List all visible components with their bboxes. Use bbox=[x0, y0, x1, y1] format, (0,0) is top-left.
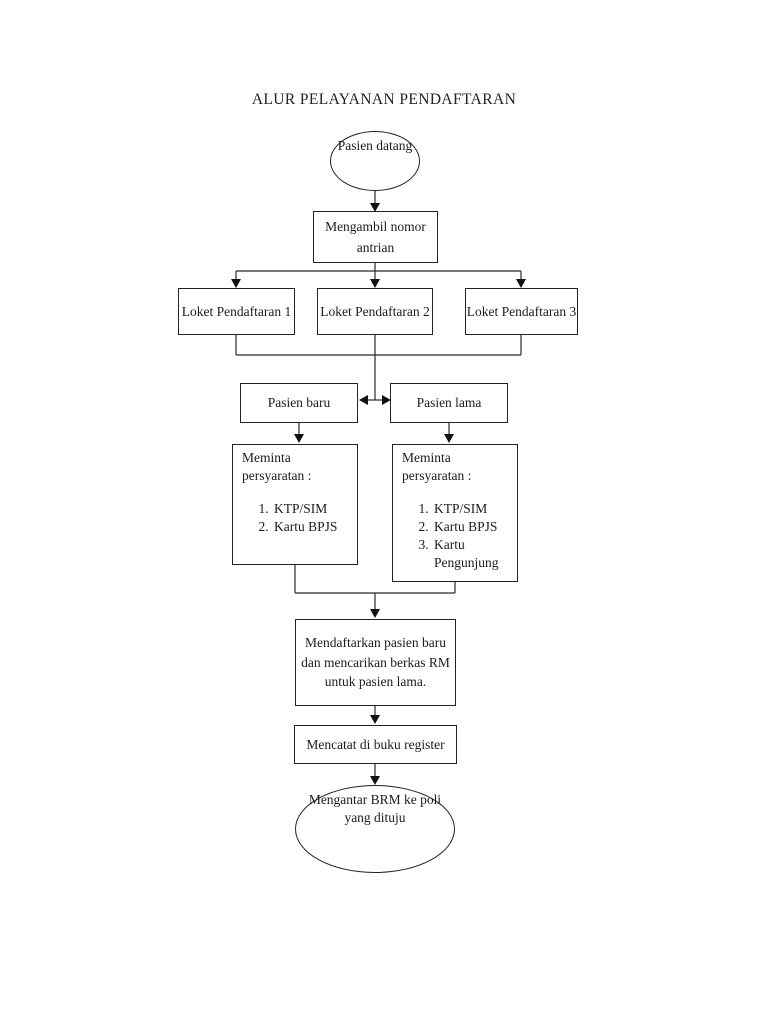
end-ellipse-deliver-brm: Mengantar BRM ke poli yang dituju bbox=[295, 785, 455, 873]
list-item: Kartu Pengunjung bbox=[432, 536, 511, 572]
requirements-heading: Meminta persyaratan : bbox=[402, 450, 472, 483]
list-item: Kartu BPJS bbox=[272, 518, 351, 536]
loket-pendaftaran-2-box: Loket Pendaftaran 2 bbox=[317, 288, 433, 335]
take-queue-number-box: Mengambil nomor antrian bbox=[313, 211, 438, 263]
node-label: Pasien lama bbox=[416, 395, 482, 410]
requirements-new-patient-box: Meminta persyaratan : KTP/SIM Kartu BPJS bbox=[232, 444, 358, 565]
node-label: Mencatat di buku register bbox=[306, 736, 445, 752]
arrowheads bbox=[231, 203, 526, 785]
record-register-book-box: Mencatat di buku register bbox=[294, 725, 457, 764]
requirements-list: KTP/SIM Kartu BPJS bbox=[242, 500, 351, 536]
pasien-lama-box: Pasien lama bbox=[390, 383, 508, 423]
node-label: Mengantar BRM ke poli yang dituju bbox=[308, 792, 442, 825]
list-item: KTP/SIM bbox=[432, 500, 511, 518]
node-label: Pasien datang bbox=[337, 138, 413, 153]
register-patient-box: Mendaftarkan pasien baru dan mencarikan … bbox=[295, 619, 456, 706]
node-label: Loket Pendaftaran 1 bbox=[181, 303, 292, 319]
loket-pendaftaran-1-box: Loket Pendaftaran 1 bbox=[178, 288, 295, 335]
requirements-list: KTP/SIM Kartu BPJS Kartu Pengunjung bbox=[402, 500, 511, 572]
loket-pendaftaran-3-box: Loket Pendaftaran 3 bbox=[465, 288, 578, 335]
node-label: Pasien baru bbox=[267, 395, 331, 410]
pasien-baru-box: Pasien baru bbox=[240, 383, 358, 423]
node-label: Loket Pendaftaran 3 bbox=[466, 303, 577, 319]
list-item: KTP/SIM bbox=[272, 500, 351, 518]
node-label: Loket Pendaftaran 2 bbox=[320, 303, 430, 319]
diagram-title: ALUR PELAYANAN PENDAFTARAN bbox=[251, 91, 517, 108]
requirements-heading: Meminta persyaratan : bbox=[242, 450, 312, 483]
start-ellipse-pasien-datang: Pasien datang bbox=[330, 131, 420, 191]
node-label: Mengambil nomor antrian bbox=[325, 218, 426, 256]
node-label: Mendaftarkan pasien baru dan mencarikan … bbox=[301, 635, 450, 690]
list-item: Kartu BPJS bbox=[432, 518, 511, 536]
requirements-old-patient-box: Meminta persyaratan : KTP/SIM Kartu BPJS… bbox=[392, 444, 518, 582]
